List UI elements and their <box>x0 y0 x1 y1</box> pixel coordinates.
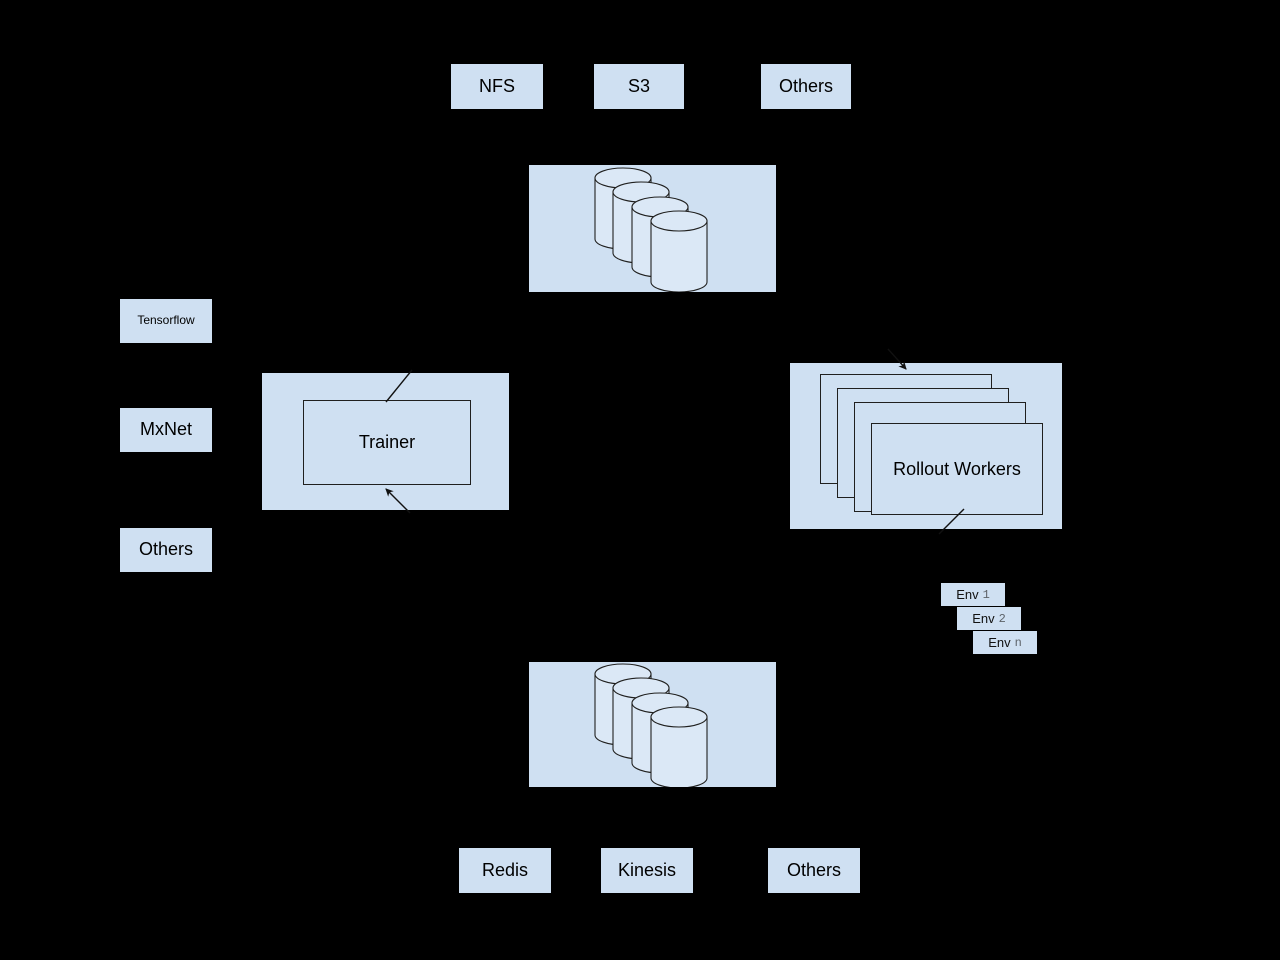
node-nfs-label: NFS <box>479 75 515 96</box>
node-redis[interactable]: Redis <box>459 848 551 893</box>
env-chip-1[interactable]: Env 1 <box>941 583 1005 606</box>
env-chip-n[interactable]: Env n <box>973 631 1037 654</box>
rollout-workers-label: Rollout Workers <box>893 458 1021 479</box>
node-tensorflow-label: Tensorflow <box>137 313 195 328</box>
node-nfs[interactable]: NFS <box>451 64 543 109</box>
experience-store-cylinders <box>594 663 708 787</box>
node-storage-others-label: Others <box>778 75 834 96</box>
node-kinesis[interactable]: Kinesis <box>601 848 693 893</box>
env-chip-n-index: n <box>1014 635 1022 650</box>
env-chip-1-index: 1 <box>982 587 990 602</box>
node-storage-others[interactable]: Others <box>761 64 851 109</box>
experience-store-panel[interactable] <box>529 662 776 787</box>
node-redis-label: Redis <box>481 859 529 880</box>
rollout-worker-card-1[interactable]: Rollout Workers <box>871 423 1043 515</box>
node-mxnet-label: MxNet <box>139 419 192 440</box>
node-queue-others[interactable]: Others <box>768 848 860 893</box>
node-mxnet[interactable]: MxNet <box>120 408 212 452</box>
env-chip-1-name: Env <box>956 587 979 602</box>
node-queue-others-label: Others <box>786 859 842 880</box>
model-store-cylinders <box>594 167 708 292</box>
node-framework-others[interactable]: Others <box>120 528 212 572</box>
model-store-panel[interactable] <box>529 165 776 292</box>
node-tensorflow[interactable]: Tensorflow <box>120 299 212 343</box>
env-chip-2-index: 2 <box>998 611 1006 626</box>
node-kinesis-label: Kinesis <box>617 859 677 880</box>
env-chip-2-name: Env <box>972 611 995 626</box>
env-chip-n-name: Env <box>988 635 1011 650</box>
node-s3-label: S3 <box>627 75 651 96</box>
trainer-label: Trainer <box>358 432 416 452</box>
trainer-box[interactable]: Trainer <box>303 400 471 485</box>
node-framework-others-label: Others <box>138 539 194 560</box>
node-s3[interactable]: S3 <box>594 64 684 109</box>
env-chip-2[interactable]: Env 2 <box>957 607 1021 630</box>
